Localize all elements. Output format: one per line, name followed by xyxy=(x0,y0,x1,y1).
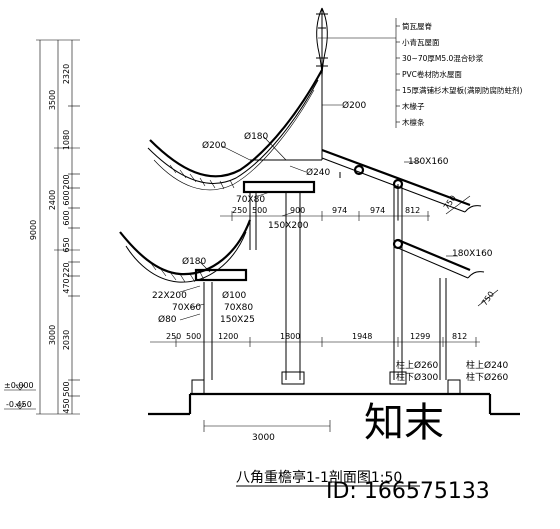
label-150x200: 150X200 xyxy=(268,221,309,231)
label-70x60: 70X60 xyxy=(172,303,201,313)
watermark-brand: 知末 xyxy=(364,400,444,446)
label-22x200: 22X200 xyxy=(152,291,187,301)
lower-dim-6: 1299 xyxy=(410,332,430,341)
roof-finial xyxy=(316,7,328,160)
dim-inner-1: 2320 xyxy=(62,64,71,84)
watermark-id: ID: 166575133 xyxy=(326,479,490,504)
dim-overall: 9000 xyxy=(29,220,38,240)
lower-dim-4: 1800 xyxy=(280,332,300,341)
label-70x80: 70X80 xyxy=(236,195,265,205)
note-1: 筒瓦屋脊 xyxy=(402,21,432,31)
note-7: 木檩条 xyxy=(402,117,425,127)
label-d200-left: Ø200 xyxy=(202,140,227,151)
label-150x25: 150X25 xyxy=(220,315,255,325)
dim-inner-3: 200 xyxy=(62,174,71,189)
upper-dim-1: 250 xyxy=(232,206,247,215)
dim-inner-8: 470 xyxy=(62,278,71,293)
note-4: PVC卷材防水屋面 xyxy=(402,69,462,79)
column-notes: 柱上Ø260 柱下Ø300 柱上Ø240 柱下Ø260 xyxy=(396,359,509,383)
dim-inner-11: 450 xyxy=(62,398,71,413)
column-note-2: 柱下Ø300 xyxy=(396,371,439,383)
base-platform xyxy=(148,379,520,432)
note-6: 木椽子 xyxy=(402,101,425,111)
dim-inner-10: 500 xyxy=(62,381,71,396)
lower-dim-3: 1200 xyxy=(218,332,238,341)
watermark: 知末 ID: 166575133 xyxy=(326,400,490,504)
upper-dimension-chain: 250 500 900 974 974 812 xyxy=(220,206,430,221)
column-note-1: 柱上Ø260 xyxy=(396,359,439,371)
label-d200-top: Ø200 xyxy=(342,100,367,111)
dim-outer-2: 2400 xyxy=(48,190,57,210)
drawing-title: 八角重檐亭1-1剖面图1:50 xyxy=(236,469,420,487)
dim-inner-2: 1080 xyxy=(62,130,71,150)
dim-inner-7: 220 xyxy=(62,262,71,277)
label-d180-lower: Ø180 xyxy=(182,256,207,267)
dim-inner-5: 600 xyxy=(62,210,71,225)
note-2: 小青瓦屋面 xyxy=(402,37,440,47)
dim-inner-6: 650 xyxy=(62,237,71,252)
title-text: 八角重檐亭1-1剖面图1:50 xyxy=(236,469,402,486)
label-d240: Ø240 xyxy=(306,167,331,178)
elevation-zero: ±0.000 xyxy=(4,381,34,390)
note-5: 15厚满铺杉木望板(满刷防腐防蛀剂) xyxy=(402,85,522,95)
upper-dim-3: 900 xyxy=(290,206,305,215)
lower-dim-2: 500 xyxy=(186,332,201,341)
lower-dimension-chain: 250 500 1200 1800 1948 1299 812 xyxy=(150,332,480,347)
lower-roof-right xyxy=(392,238,485,279)
dim-outer-3: 3000 xyxy=(48,325,57,345)
label-d100: Ø100 xyxy=(222,290,247,301)
dim-inner-9: 2030 xyxy=(62,330,71,350)
elevation-minus: -0.450 xyxy=(6,400,32,409)
upper-dim-6: 812 xyxy=(405,206,420,215)
lower-roof-tiles xyxy=(149,261,205,283)
upper-roof xyxy=(147,69,323,250)
label-d180-upper: Ø180 xyxy=(244,131,269,142)
lower-dim-1: 250 xyxy=(166,332,181,341)
label-180x160-lower: 180X160 xyxy=(452,249,493,259)
upper-dim-5: 974 xyxy=(370,206,385,215)
elevation-marks: ±0.000 -0.450 xyxy=(4,381,36,410)
lower-dim-7: 812 xyxy=(452,332,467,341)
column-note-4: 柱下Ø260 xyxy=(466,371,509,383)
label-d80: Ø80 xyxy=(158,314,177,325)
upper-roof-tiles xyxy=(169,164,235,190)
note-3: 30~70厚M5.0混合砂浆 xyxy=(402,53,484,63)
upper-dim-4: 974 xyxy=(332,206,347,215)
label-180x160-upper: 180X160 xyxy=(408,157,449,167)
columns xyxy=(203,184,447,385)
material-notes: 筒瓦屋脊 小青瓦屋面 30~70厚M5.0混合砂浆 PVC卷材防水屋面 15厚满… xyxy=(318,18,522,128)
dim-outer-1: 3500 xyxy=(48,90,57,110)
base-dimension: 3000 xyxy=(252,433,275,443)
lower-roof xyxy=(119,219,252,283)
dim-inner-4: 600 xyxy=(62,190,71,205)
left-dimension-chain: 9000 3500 2400 3000 2320 1080 200 600 60… xyxy=(29,39,80,415)
label-750-lower: 750 xyxy=(480,290,496,308)
lower-dim-5: 1948 xyxy=(352,332,372,341)
column-note-3: 柱上Ø240 xyxy=(466,359,509,371)
label-70x80-lower: 70X80 xyxy=(224,303,253,313)
upper-dim-2: 500 xyxy=(252,206,267,215)
